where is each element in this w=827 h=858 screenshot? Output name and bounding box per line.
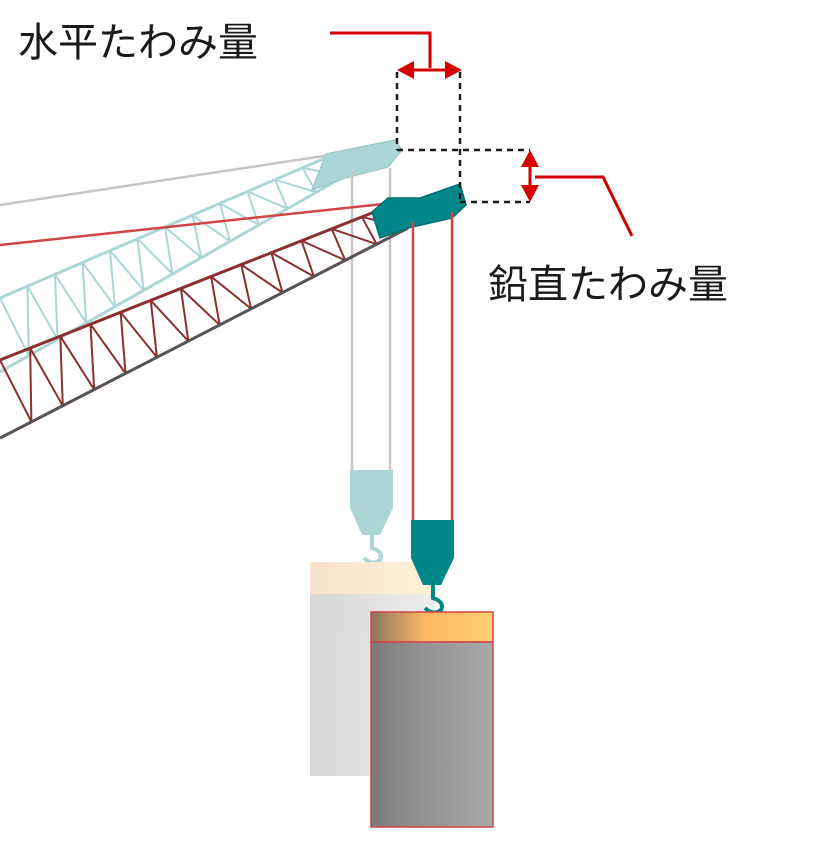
pendant-line: [0, 201, 393, 247]
boom-truss: [0, 203, 409, 440]
load-top: [370, 611, 494, 643]
vertical-deflection-label: 鉛直たわみ量: [488, 262, 728, 308]
truss-lacing: [0, 359, 33, 423]
truss-lacing: [360, 216, 378, 245]
ghost-truss-lacing: [54, 273, 88, 324]
truss-lacing: [119, 311, 158, 358]
ghost-truss-lacing: [246, 191, 260, 226]
ghost-truss-lacing: [164, 226, 174, 275]
truss-lacing: [240, 264, 253, 309]
ghost-truss-lacing: [219, 203, 231, 242]
deflected-crane: [0, 183, 494, 828]
horizontal-deflection-label: 水平たわみ量: [18, 20, 258, 66]
horizontal-leader-line: [330, 31, 432, 68]
truss-lacing: [179, 288, 190, 342]
truss-lacing: [59, 336, 64, 406]
ghost-truss-lacing: [109, 250, 145, 291]
truss-lacing: [89, 323, 127, 374]
truss-lacing: [300, 240, 315, 277]
truss-lacing: [270, 251, 315, 278]
arrowhead-down-icon: [521, 185, 539, 202]
ghost-truss-lacing: [109, 250, 116, 307]
ghost-hook-block: [350, 470, 393, 535]
ghost-truss-lacing: [164, 226, 202, 259]
arrowhead-right-icon: [445, 61, 462, 79]
truss-lacing: [210, 276, 221, 326]
vertical-leader-line: [535, 175, 634, 237]
ghost-truss-lacing: [274, 178, 317, 194]
truss-lacing: [149, 300, 158, 358]
vertical-deflection-marker: [521, 150, 634, 237]
truss-lacing: [29, 347, 64, 407]
ghost-truss-lacing: [81, 262, 88, 324]
truss-lacing: [301, 239, 346, 262]
undeflected-crane: [0, 139, 434, 776]
truss-lacing: [59, 335, 95, 391]
ghost-truss-lacing: [136, 238, 145, 291]
load-body: [370, 641, 494, 828]
ghost-truss-lacing: [81, 261, 116, 308]
ghost-truss-lacing: [0, 297, 30, 357]
truss-lacing: [150, 299, 190, 342]
boom-chord-highlight: [0, 227, 409, 439]
arrowhead-left-icon: [397, 61, 414, 79]
truss-lacing: [331, 227, 377, 246]
ghost-pendant-line: [0, 153, 331, 207]
ghost-truss-lacing: [26, 285, 59, 340]
ghost-truss-lacing: [136, 238, 174, 275]
truss-lacing: [29, 348, 33, 422]
truss-lacing: [270, 252, 284, 293]
deflection-guides: [395, 72, 530, 204]
ghost-truss-lacing: [191, 214, 231, 243]
horizontal-deflection-marker: [330, 31, 462, 79]
ghost-truss-lacing: [247, 190, 288, 210]
hook-block: [411, 520, 454, 585]
ghost-load-top: [310, 562, 434, 594]
truss-lacing: [330, 228, 347, 261]
ghost-hook-icon: [362, 535, 383, 565]
ghost-boom-head: [310, 139, 403, 192]
arrowhead-up-icon: [521, 150, 539, 167]
ghost-truss-lacing: [274, 179, 289, 210]
ghost-truss-lacing: [26, 286, 30, 356]
ghost-truss-lacing: [219, 202, 260, 226]
ghost-truss-lacing: [54, 274, 59, 340]
truss-lacing: [240, 263, 284, 294]
truss-lacing: [210, 275, 252, 310]
truss-lacing: [180, 287, 221, 326]
ghost-truss-lacing: [191, 214, 203, 258]
truss-lacing: [119, 312, 127, 374]
truss-lacing: [89, 324, 96, 390]
